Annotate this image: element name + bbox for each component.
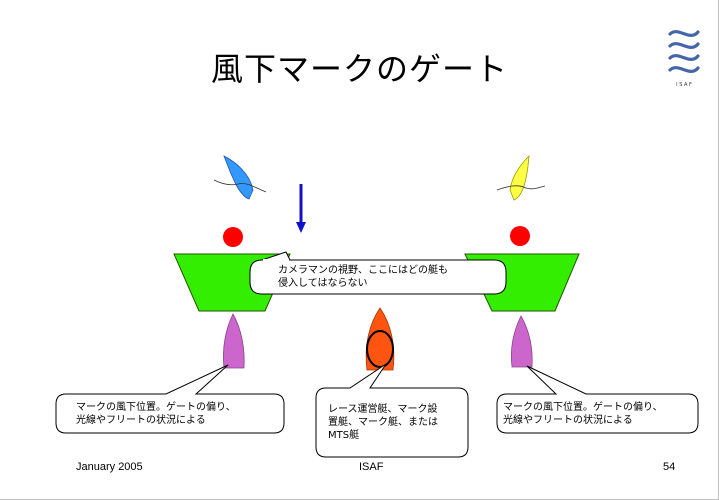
slide-title: 風下マークのゲート	[210, 50, 508, 88]
left-mark-callout	[55, 364, 285, 434]
committee-boat-callout-text: レース運営艇、マーク設 置艇、マーク艇、または MTS艇	[328, 403, 468, 442]
camera-callout-line-2: 侵入してはならない	[278, 278, 368, 289]
committee-boat-icon	[365, 307, 395, 371]
camera-callout-line-1: カメラマンの視野、ここにはどの艇も	[278, 265, 448, 276]
yellow-sailboat-icon	[496, 154, 546, 201]
right-mark-callout-line-1: マークの風下位置。ゲートの偏り、	[503, 402, 663, 413]
left-mark-callout-line-2: 光線やフリートの状況による	[76, 415, 206, 426]
right-purple-boat-icon	[511, 315, 533, 368]
footer-page-number: 54	[663, 461, 676, 473]
committee-boat-callout	[315, 363, 469, 458]
logo-text: I S A F	[676, 82, 692, 88]
right-mark-callout	[496, 365, 699, 434]
left-mark-callout-text: マークの風下位置。ゲートの偏り、 光線やフリートの状況による	[76, 401, 282, 427]
blue-sailboat-icon	[213, 155, 267, 200]
committee-boat-callout-line-2: 置艇、マーク艇、または	[328, 417, 438, 428]
left-mark-callout-line-1: マークの風下位置。ゲートの偏り、	[76, 402, 236, 413]
committee-boat-callout-line-3: MTS艇	[328, 430, 360, 441]
committee-boat-callout-line-1: レース運営艇、マーク設	[328, 404, 438, 415]
right-mark-callout-text: マークの風下位置。ゲートの偏り、 光線やフリートの状況による	[503, 401, 699, 427]
footer-org: ISAF	[359, 461, 384, 473]
right-mark-buoy	[510, 226, 530, 246]
left-purple-boat-icon	[223, 313, 245, 369]
camera-view-callout	[249, 251, 507, 295]
right-mark-callout-line-2: 光線やフリートの状況による	[503, 415, 633, 426]
footer-date: January 2005	[76, 461, 143, 473]
isaf-logo-icon: I S A F	[668, 30, 700, 88]
camera-callout-text: カメラマンの視野、ここにはどの艇も 侵入してはならない	[278, 264, 502, 290]
down-arrow-icon	[296, 184, 306, 233]
left-mark-buoy	[223, 227, 243, 247]
